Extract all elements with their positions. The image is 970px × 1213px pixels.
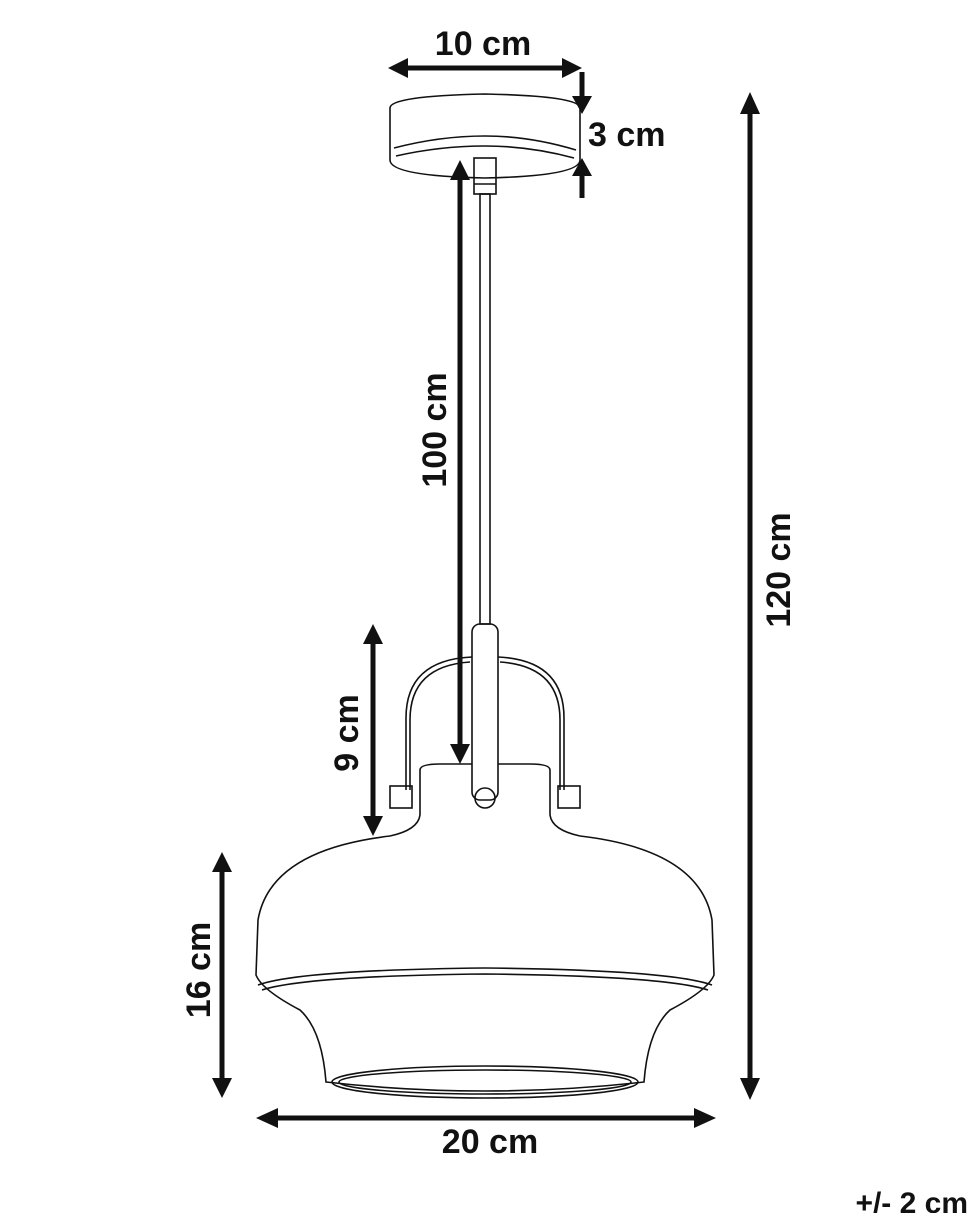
dim-shade-width <box>256 1108 716 1128</box>
dim-total-height <box>740 92 760 1100</box>
label-shade-width: 20 cm <box>442 1123 538 1161</box>
dim-shade-height <box>212 852 232 1098</box>
holder-screw <box>474 787 496 809</box>
ceiling-canopy <box>389 93 581 179</box>
dim-rod-length <box>450 160 470 764</box>
shade-band-line <box>257 967 713 986</box>
dim-canopy-height <box>572 72 592 198</box>
label-canopy-width: 10 cm <box>435 25 531 63</box>
suspension-rod <box>479 193 491 625</box>
label-holder-height: 9 cm <box>328 694 366 772</box>
shade-opening <box>331 1065 639 1099</box>
holder-tube <box>471 623 499 801</box>
bracket-knob-right <box>557 785 581 809</box>
bracket-arc <box>409 661 561 790</box>
pendant-lamp-drawing <box>255 93 715 1099</box>
bracket-knob-left <box>389 785 413 809</box>
label-rod-length: 100 cm <box>416 372 454 487</box>
label-shade-height: 16 cm <box>180 922 218 1018</box>
tolerance-note: +/- 2 cm <box>855 1187 968 1213</box>
lamp-shade <box>255 835 715 1092</box>
label-canopy-height: 3 cm <box>588 116 666 154</box>
dim-holder-height <box>363 624 383 836</box>
label-total-height: 120 cm <box>760 512 798 627</box>
dim-canopy-width <box>388 58 582 78</box>
rod-connector <box>473 157 497 195</box>
